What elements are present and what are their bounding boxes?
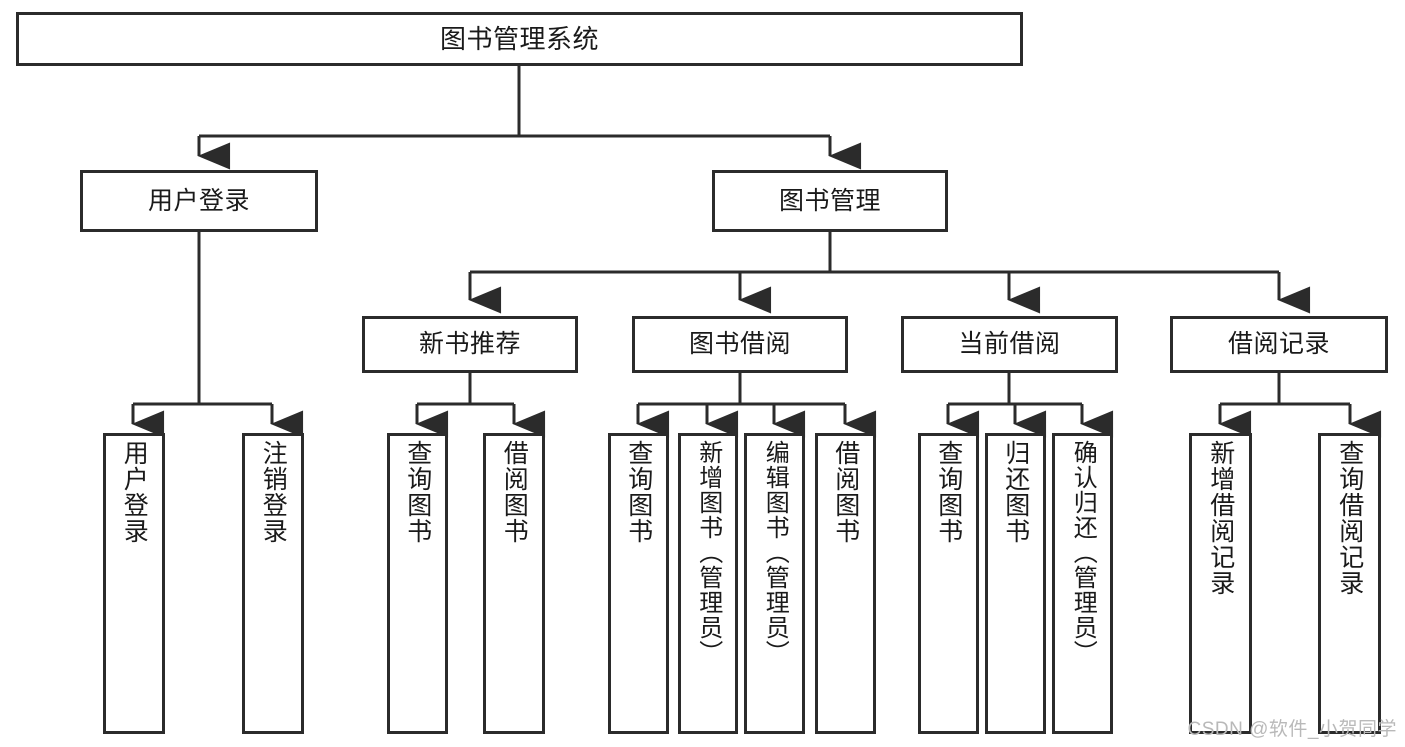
leaf-borrow-book-recommend-label: 借阅图书 — [500, 440, 529, 544]
leaf-query-book-current-label: 查询图书 — [934, 440, 963, 544]
leaf-edit-book-admin[interactable]: 编辑图书（管理员） — [744, 433, 805, 734]
node-book-management[interactable]: 图书管理 — [712, 170, 948, 232]
leaf-logout[interactable]: 注销登录 — [242, 433, 304, 734]
leaf-return-book[interactable]: 归还图书 — [985, 433, 1046, 734]
node-user-login-label: 用户登录 — [147, 186, 250, 215]
watermark: CSDN @软件_小贺同学 — [1187, 719, 1397, 740]
node-borrow-record[interactable]: 借阅记录 — [1170, 316, 1388, 373]
leaf-query-borrow-record[interactable]: 查询借阅记录 — [1318, 433, 1381, 734]
leaf-return-book-label: 归还图书 — [1001, 440, 1030, 544]
node-book-borrow[interactable]: 图书借阅 — [632, 316, 848, 373]
leaf-edit-book-admin-label: 编辑图书（管理员） — [761, 440, 789, 665]
node-book-borrow-label: 图书借阅 — [688, 330, 791, 358]
leaf-borrow-book-recommend[interactable]: 借阅图书 — [483, 433, 545, 734]
leaf-confirm-return-admin[interactable]: 确认归还（管理员） — [1052, 433, 1113, 734]
leaf-add-borrow-record-label: 新增借阅记录 — [1206, 440, 1235, 596]
node-current-borrow[interactable]: 当前借阅 — [901, 316, 1118, 373]
node-user-login[interactable]: 用户登录 — [80, 170, 318, 232]
leaf-query-book-current[interactable]: 查询图书 — [918, 433, 979, 734]
leaf-query-borrow-record-label: 查询借阅记录 — [1335, 440, 1364, 596]
leaf-add-borrow-record[interactable]: 新增借阅记录 — [1189, 433, 1252, 734]
node-root-label: 图书管理系统 — [439, 24, 599, 54]
leaf-query-book-recommend[interactable]: 查询图书 — [387, 433, 448, 734]
node-book-management-label: 图书管理 — [778, 186, 881, 215]
leaf-query-book-borrow-label: 查询图书 — [624, 440, 653, 544]
leaf-query-book-borrow[interactable]: 查询图书 — [608, 433, 669, 734]
leaf-borrow-book[interactable]: 借阅图书 — [815, 433, 876, 734]
node-root[interactable]: 图书管理系统 — [16, 12, 1023, 66]
leaf-borrow-book-label: 借阅图书 — [831, 440, 860, 544]
node-current-borrow-label: 当前借阅 — [958, 330, 1061, 358]
node-borrow-record-label: 借阅记录 — [1227, 330, 1330, 358]
leaf-add-book-admin-label: 新增图书（管理员） — [694, 440, 722, 665]
leaf-logout-label: 注销登录 — [259, 440, 288, 544]
leaf-user-login[interactable]: 用户登录 — [103, 433, 165, 734]
node-new-book-recommend[interactable]: 新书推荐 — [362, 316, 578, 373]
leaf-add-book-admin[interactable]: 新增图书（管理员） — [678, 433, 738, 734]
leaf-confirm-return-admin-label: 确认归还（管理员） — [1069, 440, 1097, 665]
node-new-book-recommend-label: 新书推荐 — [418, 330, 521, 358]
leaf-query-book-recommend-label: 查询图书 — [403, 440, 432, 544]
leaf-user-login-label: 用户登录 — [120, 440, 149, 544]
